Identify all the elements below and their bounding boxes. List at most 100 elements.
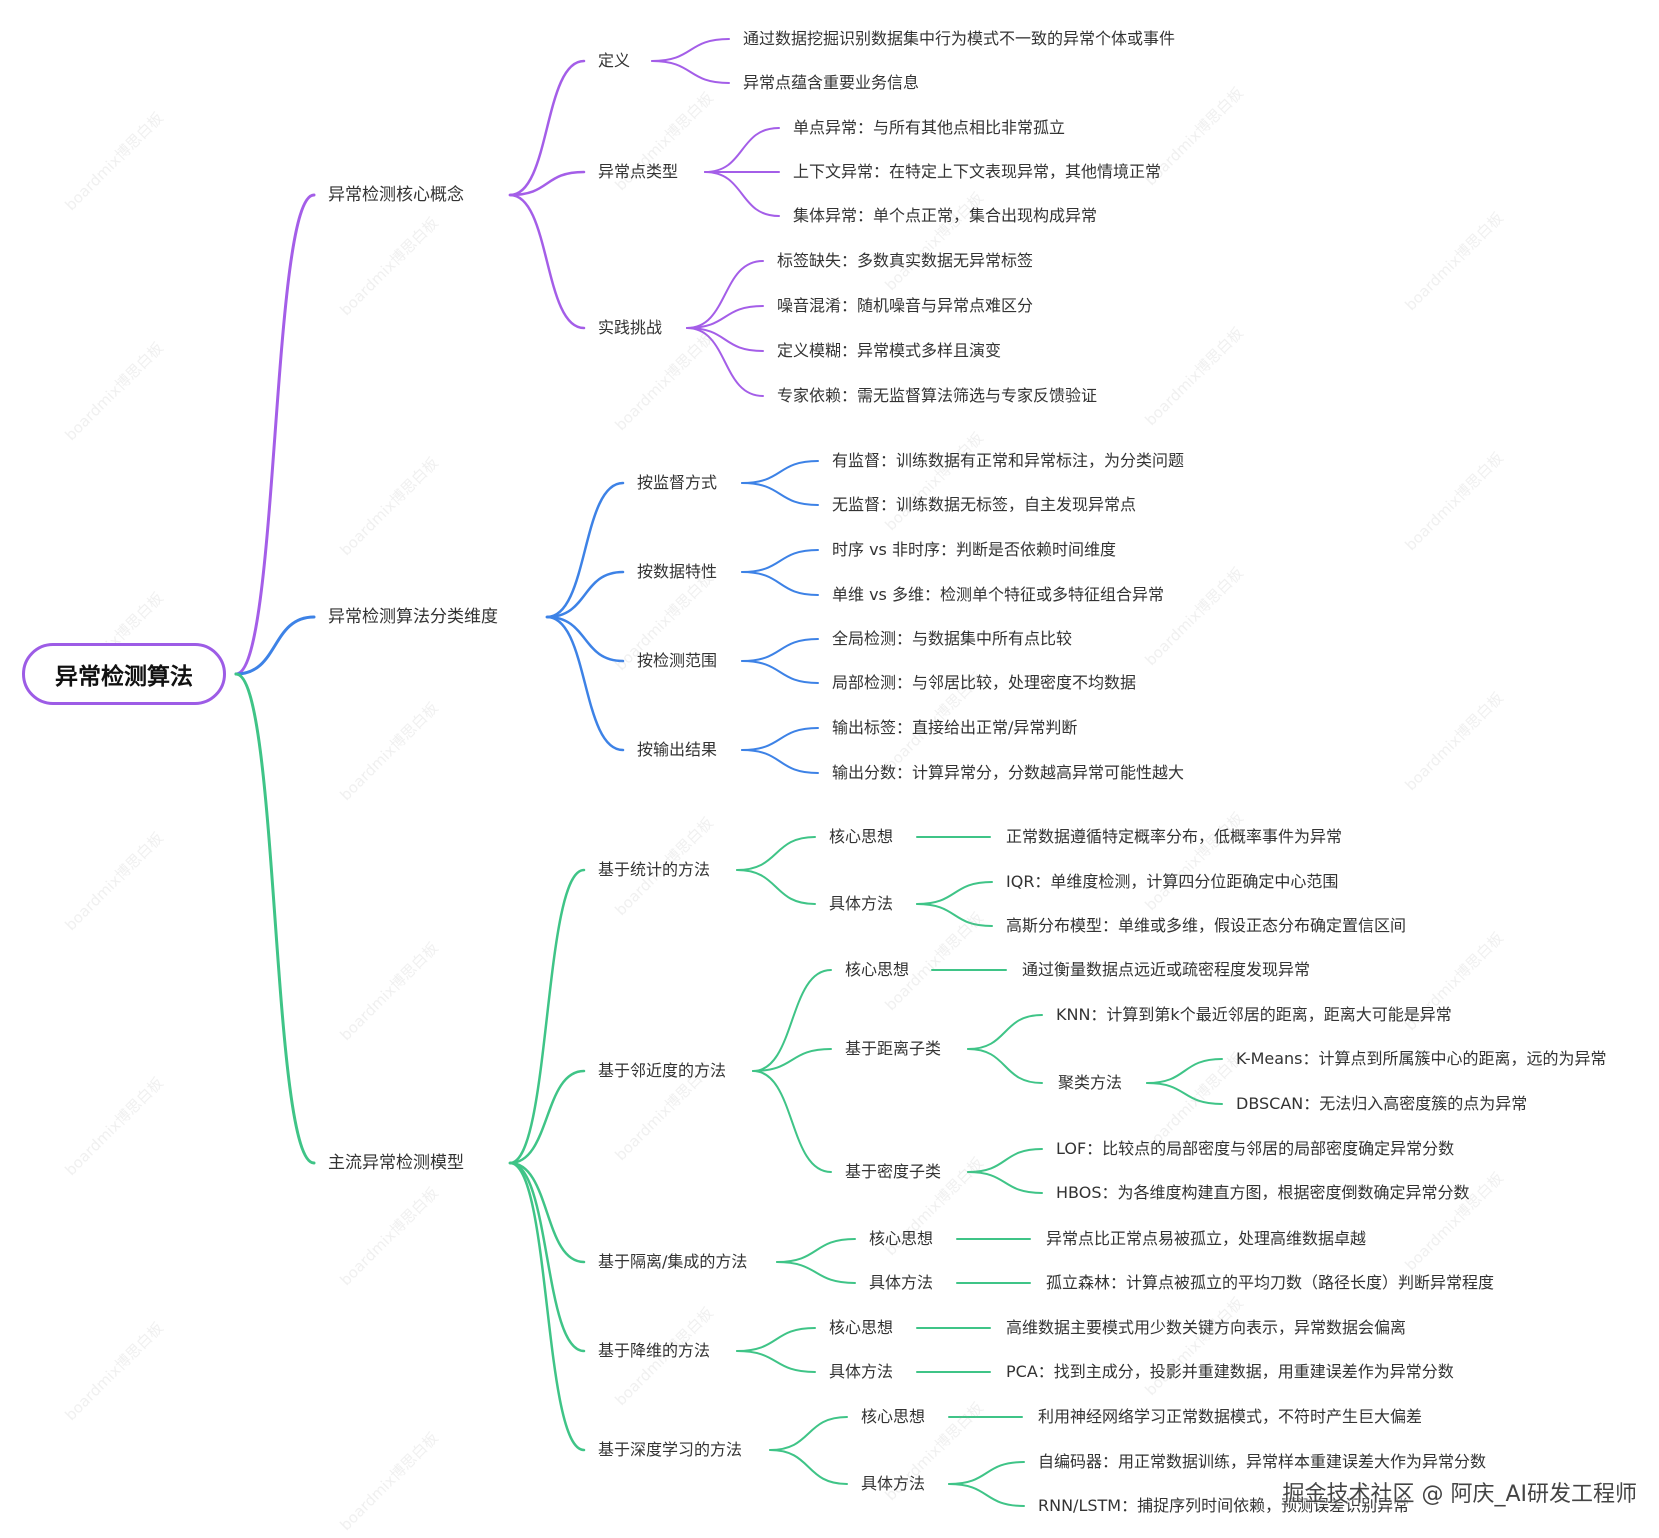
subtopic[interactable]: 按监督方式: [637, 473, 718, 492]
connector-line: [736, 869, 816, 905]
leaf-topic[interactable]: 输出分数：计算异常分，分数越高异常可能性越大: [832, 763, 1185, 782]
connector-line: [967, 1048, 1043, 1084]
connector-line: [234, 193, 316, 676]
subtopic[interactable]: 基于统计的方法: [598, 860, 711, 879]
connector-line: [686, 260, 764, 329]
subtopic[interactable]: 按数据特性: [637, 562, 718, 581]
subtopic[interactable]: 基于隔离/集成的方法: [598, 1252, 748, 1271]
connector-line: [508, 170, 586, 197]
branch-topic[interactable]: 异常检测核心概念: [328, 185, 464, 205]
connector-line: [752, 969, 832, 1072]
subtopic[interactable]: 基于降维的方法: [598, 1341, 711, 1360]
connector-line: [686, 327, 764, 352]
subtopic[interactable]: 聚类方法: [1058, 1073, 1123, 1092]
leaf-topic[interactable]: IQR：单维度检测，计算四分位距确定中心范围: [1006, 872, 1339, 891]
subtopic[interactable]: 基于深度学习的方法: [598, 1440, 743, 1459]
connector-line: [508, 1161, 586, 1264]
connector-line: [651, 38, 730, 62]
subtopic[interactable]: 核心思想: [829, 1318, 894, 1337]
leaf-topic[interactable]: 无监督：训练数据无标签，自主发现异常点: [832, 495, 1137, 514]
leaf-topic[interactable]: 高维数据主要模式用少数关键方向表示，异常数据会偏离: [1006, 1318, 1407, 1337]
connector-line: [741, 727, 819, 751]
leaf-topic[interactable]: PCA：找到主成分，投影并重建数据，用重建误差作为异常分数: [1006, 1362, 1454, 1381]
connector-line: [508, 193, 586, 330]
leaf-topic[interactable]: 高斯分布模型：单维或多维，假设正态分布确定置信区间: [1006, 916, 1407, 935]
leaf-topic[interactable]: K-Means：计算点到所属簇中心的距离，远的为异常: [1236, 1049, 1607, 1068]
leaf-topic[interactable]: 噪音混淆：随机噪音与异常点难区分: [777, 296, 1034, 315]
subtopic[interactable]: 实践挑战: [598, 318, 663, 337]
connector-line: [686, 327, 764, 397]
connector-line: [545, 570, 625, 619]
subtopic[interactable]: 按输出结果: [637, 740, 718, 759]
connector-line: [234, 672, 316, 1165]
leaf-topic[interactable]: LOF：比较点的局部密度与邻居的局部密度确定异常分数: [1056, 1139, 1455, 1158]
leaf-topic[interactable]: 输出标签：直接给出正常/异常判断: [832, 718, 1078, 737]
leaf-topic[interactable]: 孤立森林：计算点被孤立的平均刀数（路径长度）判断异常程度: [1046, 1273, 1495, 1292]
leaf-topic[interactable]: 标签缺失：多数真实数据无异常标签: [777, 251, 1034, 270]
subtopic[interactable]: 异常点类型: [598, 162, 679, 181]
subtopic[interactable]: 具体方法: [829, 1362, 894, 1381]
connector-line: [508, 868, 586, 1165]
connector-line: [752, 1048, 832, 1072]
connector-line: [545, 615, 625, 752]
connector-line: [651, 60, 730, 84]
subtopic[interactable]: 基于距离子类: [845, 1039, 942, 1058]
connector-line: [967, 1171, 1043, 1194]
subtopic[interactable]: 按检测范围: [637, 651, 718, 670]
connector-line: [741, 638, 819, 662]
subtopic[interactable]: 核心思想: [861, 1407, 926, 1426]
leaf-topic[interactable]: 异常点蕴含重要业务信息: [743, 73, 920, 92]
leaf-topic[interactable]: RNN/LSTM：捕捉序列时间依赖，预测误差识别异常: [1038, 1496, 1410, 1515]
connector-line: [741, 660, 819, 684]
root-topic[interactable]: 异常检测算法: [22, 643, 226, 705]
leaf-topic[interactable]: 自编码器：用正常数据训练，异常样本重建误差大作为异常分数: [1038, 1452, 1487, 1471]
leaf-topic[interactable]: 有监督：训练数据有正常和异常标注，为分类问题: [832, 451, 1185, 470]
leaf-topic[interactable]: DBSCAN：无法归入高密度簇的点为异常: [1236, 1094, 1528, 1113]
subtopic[interactable]: 基于密度子类: [845, 1162, 942, 1181]
connector-line: [234, 615, 316, 676]
leaf-topic[interactable]: 全局检测：与数据集中所有点比较: [832, 629, 1073, 648]
subtopic[interactable]: 核心思想: [829, 827, 894, 846]
connector-line: [736, 836, 816, 871]
leaf-topic[interactable]: KNN：计算到第k个最近邻居的距离，距离大可能是异常: [1056, 1005, 1452, 1024]
connector-line: [916, 903, 993, 927]
connector-line: [508, 1161, 586, 1452]
connector-line: [736, 1350, 816, 1373]
leaf-topic[interactable]: 通过衡量数据点远近或疏密程度发现异常: [1022, 960, 1311, 979]
leaf-topic[interactable]: HBOS：为各维度构建直方图，根据密度倒数确定异常分数: [1056, 1183, 1470, 1202]
leaf-topic[interactable]: 通过数据挖掘识别数据集中行为模式不一致的异常个体或事件: [743, 29, 1176, 48]
leaf-topic[interactable]: 局部检测：与邻居比较，处理密度不均数据: [832, 673, 1137, 692]
branch-topic[interactable]: 异常检测算法分类维度: [328, 607, 498, 627]
footer-credit: 掘金技术社区 @ 阿庆_AI研发工程师: [1282, 1482, 1637, 1507]
subtopic[interactable]: 核心思想: [869, 1229, 934, 1248]
subtopic[interactable]: 定义: [598, 51, 631, 70]
leaf-topic[interactable]: 定义模糊：异常模式多样且演变: [777, 341, 1002, 360]
leaf-topic[interactable]: 上下文异常：在特定上下文表现异常，其他情境正常: [793, 162, 1162, 181]
connector-line: [704, 171, 780, 217]
connector-line: [967, 1148, 1043, 1173]
connector-line: [741, 571, 819, 596]
leaf-topic[interactable]: 单点异常：与所有其他点相比非常孤立: [793, 118, 1066, 137]
branch-topic[interactable]: 主流异常检测模型: [328, 1153, 464, 1173]
connector-line: [736, 1327, 816, 1352]
connector-line: [776, 1238, 856, 1263]
subtopic[interactable]: 具体方法: [869, 1273, 934, 1292]
leaf-topic[interactable]: 集体异常：单个点正常，集合出现构成异常: [793, 206, 1098, 225]
connector-line: [741, 749, 819, 774]
subtopic[interactable]: 基于邻近度的方法: [598, 1061, 727, 1080]
connector-line: [741, 482, 819, 506]
leaf-topic[interactable]: 单维 vs 多维：检测单个特征或多特征组合异常: [832, 585, 1164, 604]
leaf-topic[interactable]: 正常数据遵循特定概率分布，低概率事件为异常: [1006, 827, 1343, 846]
connector-line: [508, 1161, 586, 1353]
subtopic[interactable]: 核心思想: [845, 960, 910, 979]
leaf-topic[interactable]: 时序 vs 非时序：判断是否依赖时间维度: [832, 540, 1116, 559]
connector-line: [1146, 1082, 1223, 1105]
subtopic[interactable]: 具体方法: [829, 894, 894, 913]
connector-line: [769, 1416, 848, 1451]
leaf-topic[interactable]: 利用神经网络学习正常数据模式，不符时产生巨大偏差: [1038, 1407, 1423, 1426]
connector-line: [508, 59, 586, 197]
leaf-topic[interactable]: 异常点比正常点易被孤立，处理高维数据卓越: [1046, 1229, 1367, 1248]
subtopic[interactable]: 具体方法: [861, 1474, 926, 1493]
leaf-topic[interactable]: 专家依赖：需无监督算法筛选与专家反馈验证: [777, 386, 1098, 405]
